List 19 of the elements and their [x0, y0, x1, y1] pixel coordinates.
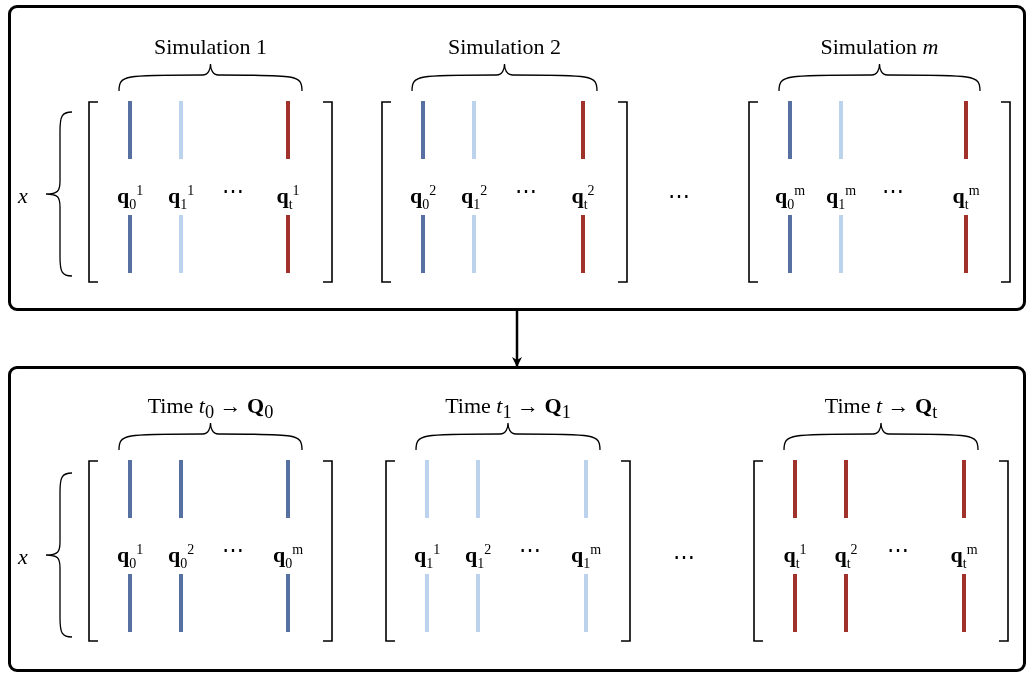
ellipsis: ⋯: [886, 537, 910, 563]
ellipsis: ⋯: [221, 537, 245, 563]
ellipsis: ⋯: [673, 544, 695, 570]
panel-box: [8, 5, 1026, 311]
axis-label: x: [18, 544, 28, 570]
matrix-heading: Simulation m: [819, 33, 940, 61]
ellipsis: ⋯: [881, 178, 905, 204]
ellipsis: ⋯: [518, 537, 542, 563]
arrow: [512, 311, 522, 367]
matrix-heading: Time t$_{1}$ → Q$_{1}$: [444, 392, 572, 425]
matrix-heading: Simulation 1: [152, 33, 269, 61]
ellipsis: ⋯: [221, 178, 245, 204]
matrix-heading: Time t$_{0}$ → Q$_{0}$: [146, 392, 275, 425]
panel-box: [8, 366, 1026, 672]
axis-label: x: [18, 183, 28, 209]
matrix-heading: Simulation 2: [446, 33, 563, 61]
matrix-heading: Time t → Q$_{t}$: [823, 392, 939, 425]
ellipsis: ⋯: [514, 178, 538, 204]
ellipsis: ⋯: [668, 183, 690, 209]
